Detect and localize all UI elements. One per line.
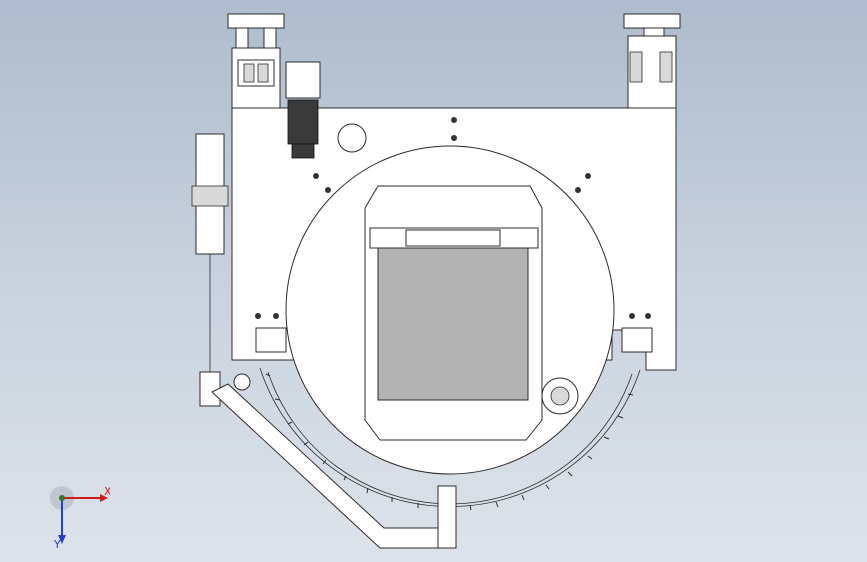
clamp-block [437,485,457,549]
servo-motor [285,61,321,159]
right-rail-bracket [623,13,681,109]
left-pad [255,327,287,353]
y-axis-label: Y [53,538,61,550]
left-rail-bracket [227,13,285,109]
right-pad [621,327,653,353]
x-axis-label: X [104,485,110,498]
valve-fitting [541,377,579,415]
bolt-holes [255,117,651,319]
pneumatic-cylinder [191,133,229,407]
gear-teeth [265,373,634,511]
top-gear [337,123,367,153]
orientation-triad: X Y [50,485,110,550]
fixture-window [377,247,529,401]
